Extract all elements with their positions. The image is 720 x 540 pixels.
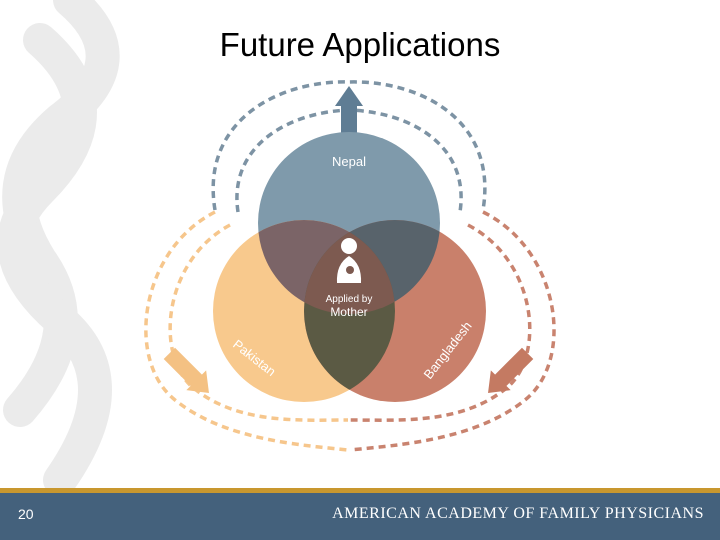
organization-name: AMERICAN ACADEMY OF FAMILY PHYSICIANS [332,505,704,522]
mother-and-child-icon [336,238,362,283]
blue-dashed-loop-outer [211,80,487,211]
center-label-line1: Applied by [326,294,373,305]
center-label-line2: Mother [330,305,367,319]
slide-title: Future Applications [219,26,501,63]
nepal-label: Nepal [332,154,366,169]
footer-rule [0,488,720,493]
down-left-arrow [163,347,209,393]
footer-bar [0,493,720,540]
red-dashed-loop-inner [349,223,532,422]
orange-dashed-loop-outer [144,210,349,452]
page-number: 20 [18,506,34,522]
down-right-arrow [488,347,534,393]
red-dashed-loop-outer [349,210,556,452]
